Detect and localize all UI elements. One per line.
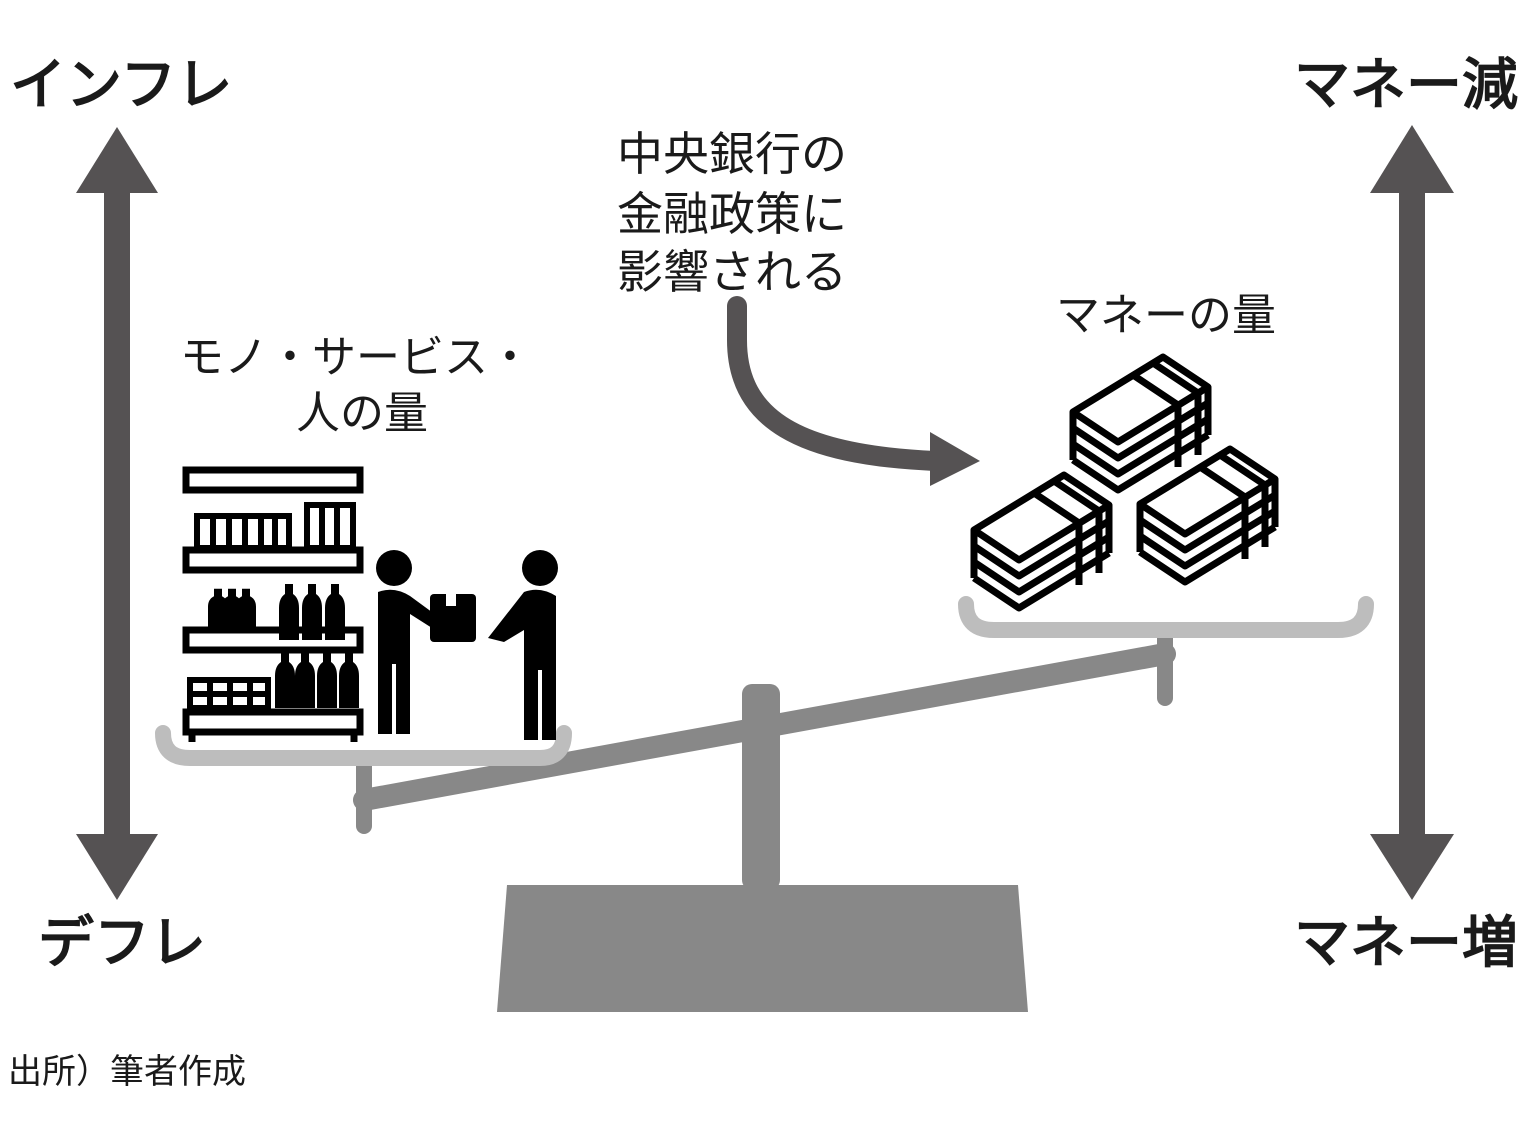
right-pan (958, 596, 1374, 638)
money-increase-label: マネー増 (1294, 911, 1518, 976)
goods-services-label-line-2: 人の量 (296, 388, 428, 439)
money-amount-label: マネーの量 (1056, 290, 1276, 341)
scale-beam (353, 624, 1176, 834)
store-shelf-icon (182, 466, 364, 742)
influence-arrow (727, 296, 980, 486)
money-decrease-label: マネー減 (1294, 53, 1518, 118)
central-bank-note: 中央銀行の 金融政策に 影響される (617, 127, 847, 299)
inflation-deflation-arrow (76, 127, 158, 900)
central-bank-line-3: 影響される (617, 245, 847, 299)
goods-services-label-line-1: モノ・サービス・ (180, 332, 532, 383)
central-bank-line-2: 金融政策に (617, 187, 847, 241)
left-pan (155, 725, 572, 766)
source-note: 出所）筆者作成 (8, 1052, 246, 1092)
people-exchange-icon (376, 550, 558, 740)
money-change-arrow (1370, 125, 1454, 900)
money-stacks-icon (974, 357, 1275, 608)
deflation-label: デフレ (38, 911, 206, 976)
central-bank-line-1: 中央銀行の (617, 127, 847, 181)
inflation-label: インフレ (10, 53, 232, 118)
